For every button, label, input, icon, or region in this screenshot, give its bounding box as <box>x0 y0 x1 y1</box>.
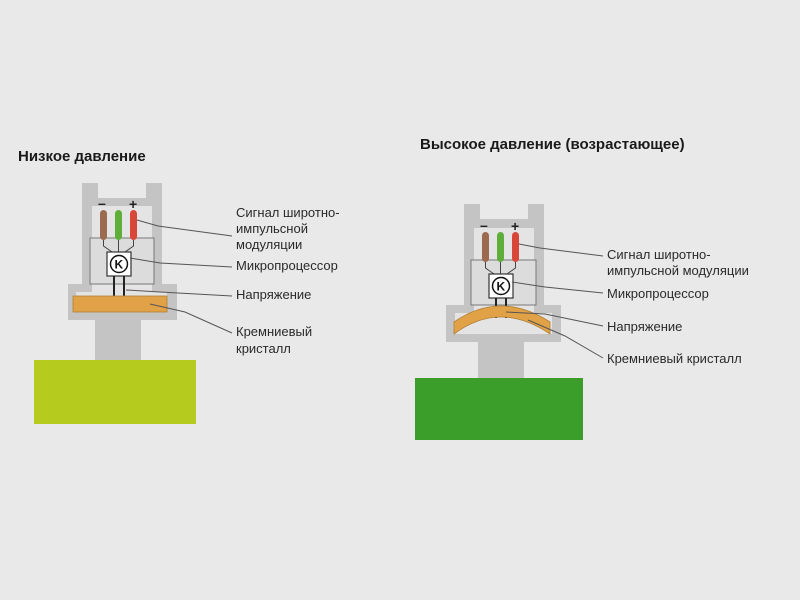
chip-pins-low <box>113 276 125 299</box>
label-crystal-high: Кремниевый кристалл <box>607 351 742 366</box>
chip-letter-low: K <box>115 258 124 272</box>
wire-brown-low <box>100 210 107 240</box>
wires-low <box>100 210 137 253</box>
label-signal-high-2: импульсной модуляции <box>607 263 749 278</box>
label-signal-low-1: Сигнал широтно- <box>236 205 340 220</box>
wire-leads-low <box>103 240 134 253</box>
chip-letter-high: K <box>497 280 506 294</box>
sensor-low-pressure: – + K <box>34 183 196 424</box>
label-crystal-low-1: Кремниевый <box>236 324 312 339</box>
chip-logo-high <box>491 276 511 296</box>
wire-brown-high <box>482 232 489 262</box>
wire-red-high <box>512 232 519 262</box>
wire-minus-high: – <box>480 217 488 233</box>
chip-logo-low <box>109 254 129 274</box>
fluid-pipe-low <box>34 360 196 424</box>
wire-plus-low: + <box>129 196 137 212</box>
silicon-crystal-low <box>72 295 168 313</box>
label-voltage-low: Напряжение <box>236 287 311 302</box>
leader-microprocessor-low <box>129 257 233 268</box>
leader-voltage-high <box>505 311 604 327</box>
sensor-high-pressure: – + K <box>415 204 583 440</box>
label-voltage-high: Напряжение <box>607 319 682 334</box>
leader-signal-low <box>136 219 233 237</box>
wire-minus-low: – <box>98 195 106 211</box>
title-high-pressure: Высокое давление (возрастающее) <box>420 136 685 153</box>
wire-green-low <box>115 210 122 240</box>
wire-plus-high: + <box>511 218 519 234</box>
leader-crystal-low <box>149 303 233 334</box>
title-low-pressure: Низкое давление <box>18 148 146 165</box>
wire-leads-high <box>485 262 516 275</box>
label-signal-low-2: импульсной <box>236 221 308 236</box>
leader-microprocessor-high <box>511 281 604 294</box>
label-signal-low-3: модуляции <box>236 237 302 252</box>
label-crystal-low-2: кристалл <box>236 341 291 356</box>
leader-signal-high <box>518 243 604 257</box>
leader-lines-low <box>125 219 233 334</box>
leader-voltage-low <box>125 289 233 297</box>
leader-lines-high <box>505 243 604 359</box>
label-microprocessor-high: Микропроцессор <box>607 286 709 301</box>
label-signal-high-1: Сигнал широтно- <box>607 247 711 262</box>
leader-crystal-high <box>527 319 604 359</box>
wire-red-low <box>130 210 137 240</box>
label-microprocessor-low: Микропроцессор <box>236 258 338 273</box>
wire-green-high <box>497 232 504 262</box>
wires-high <box>482 232 519 275</box>
fluid-pipe-high <box>415 378 583 440</box>
